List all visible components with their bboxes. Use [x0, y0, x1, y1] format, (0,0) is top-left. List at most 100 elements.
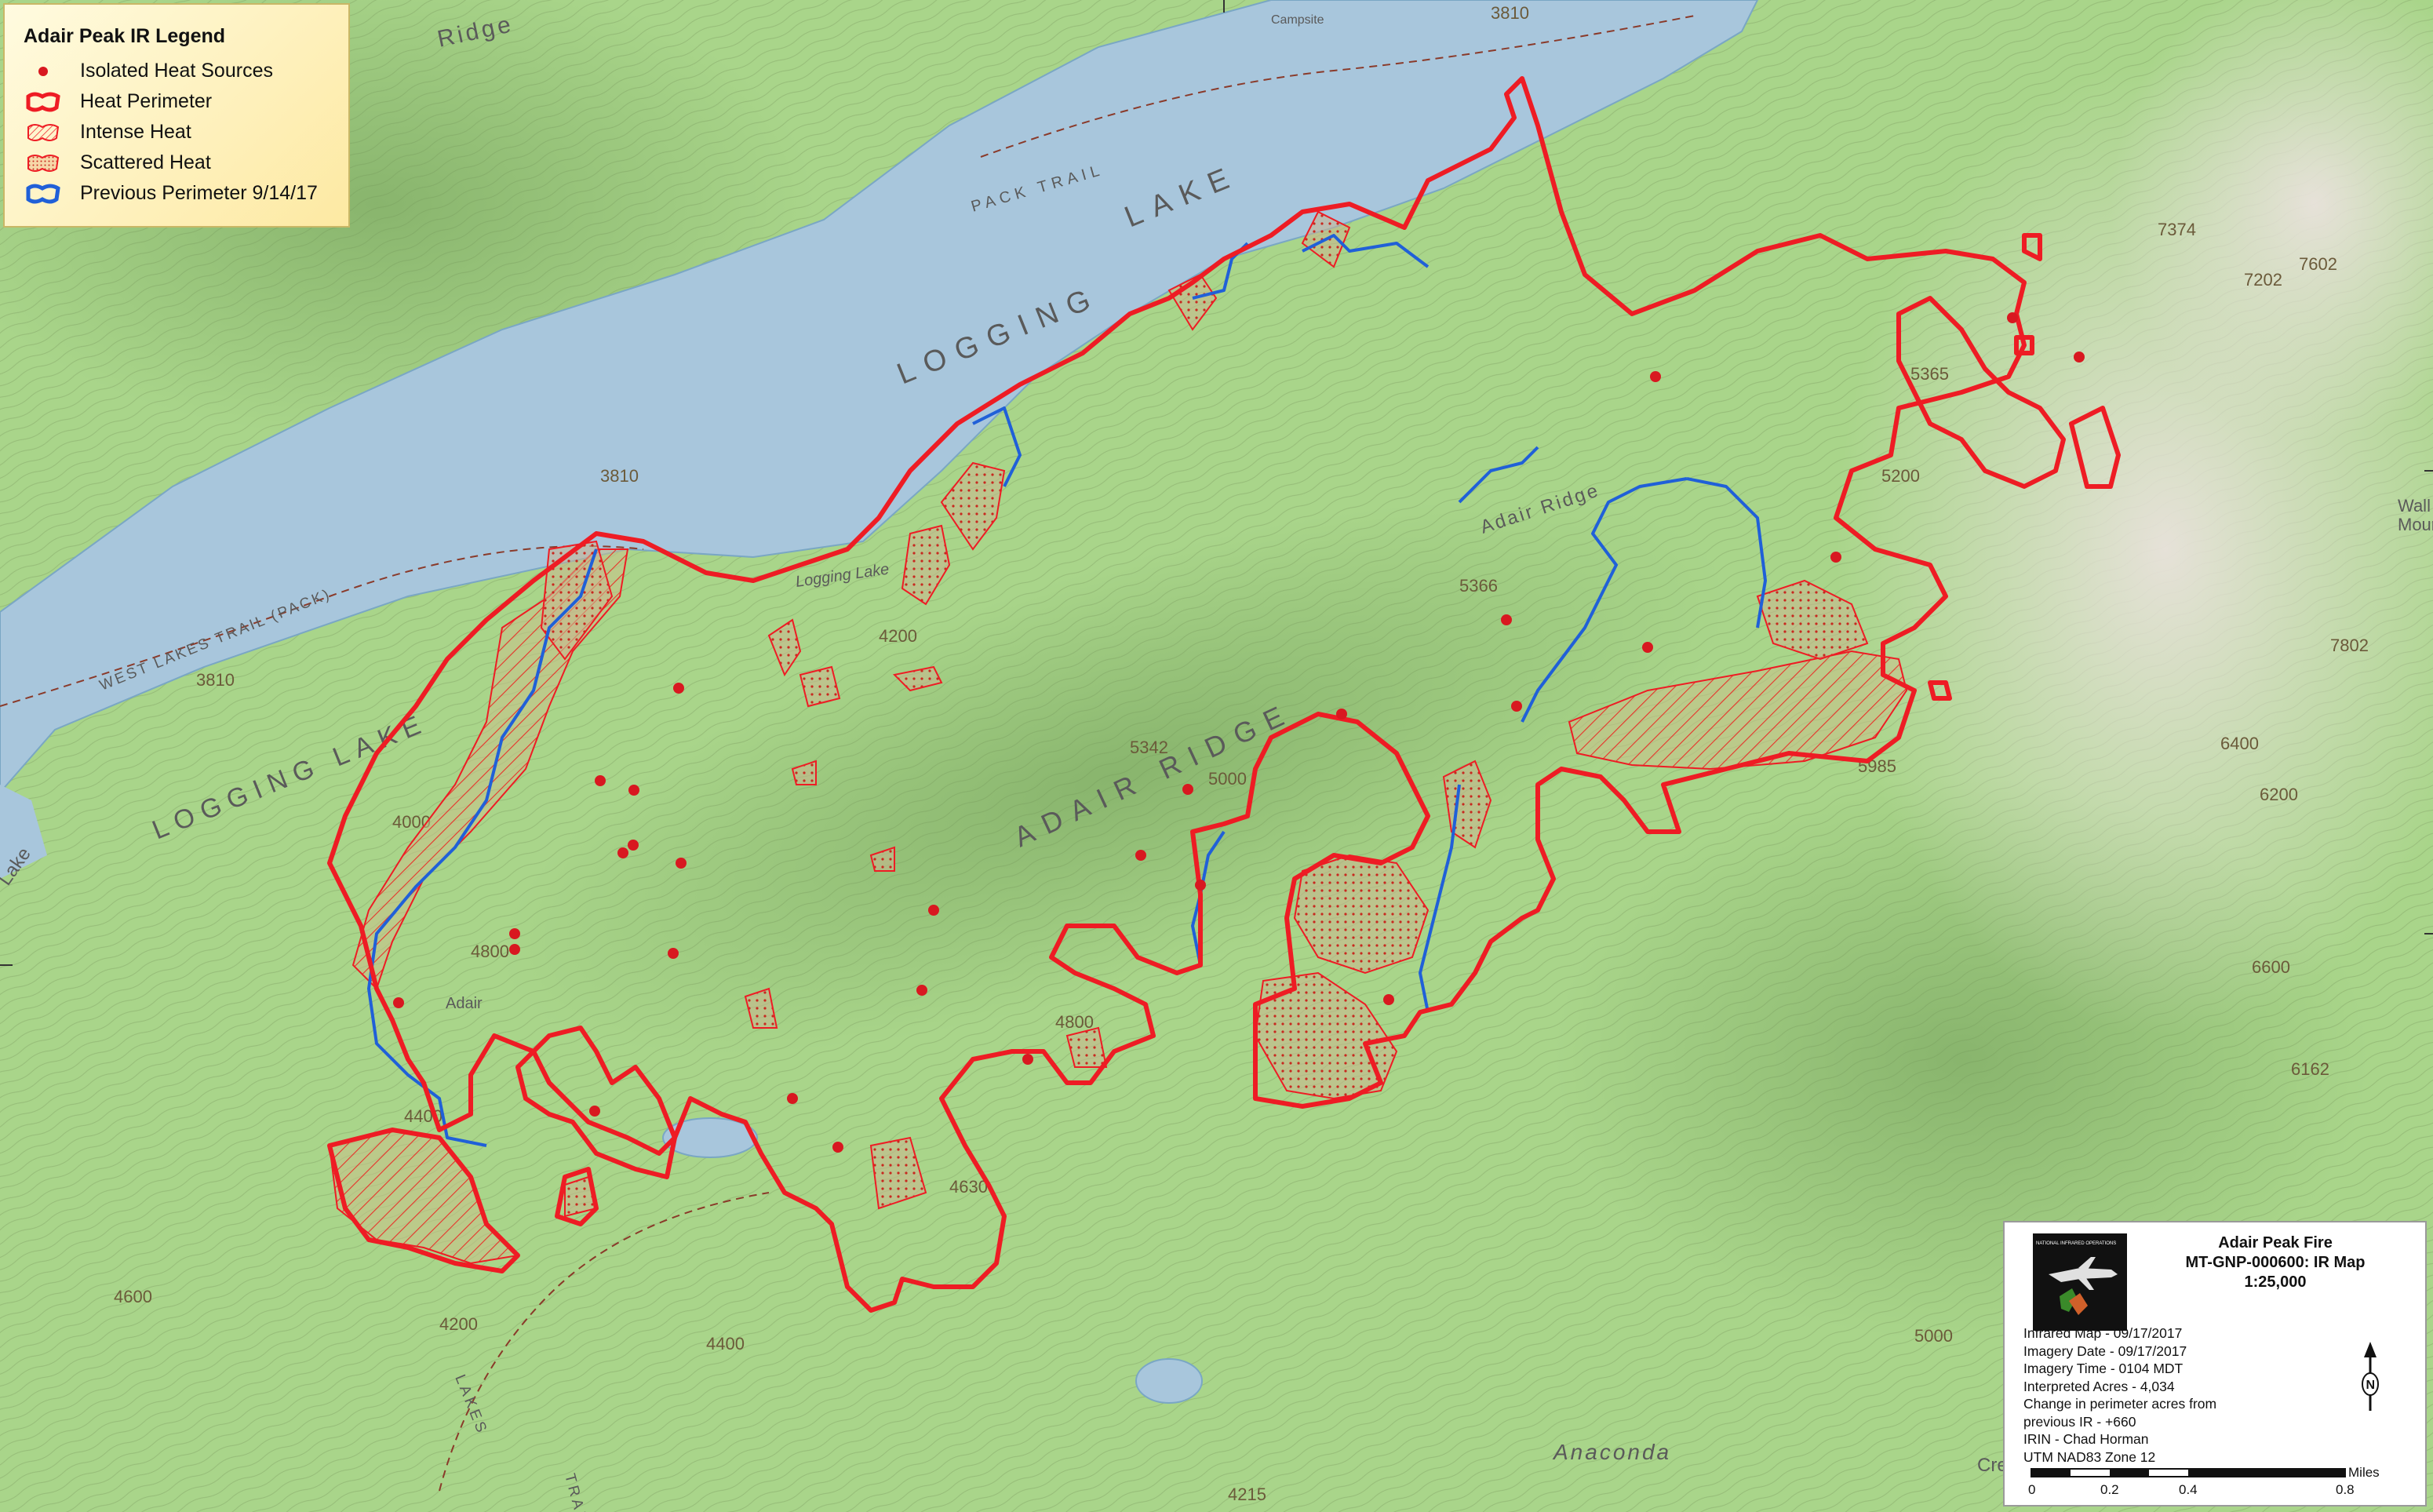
dot-icon: [38, 66, 48, 76]
heat-source-dot: [393, 997, 404, 1008]
heat-perimeter-spot: [555, 1167, 599, 1226]
scattered-heat-area: [1293, 854, 1430, 975]
heat-source-dot: [832, 1142, 843, 1153]
previous-perimeter-line: [1458, 446, 1539, 504]
elevation-label: 7802: [2330, 636, 2369, 655]
label-cre: Cre: [1977, 1455, 2008, 1476]
scale-tick: 0.4: [2179, 1482, 2198, 1497]
scattered-heat-area: [744, 987, 778, 1029]
label-wall-g: Wall G: [2398, 496, 2433, 516]
map-scale: 1:25,000: [2244, 1273, 2307, 1291]
scale-tick: 0: [2028, 1482, 2035, 1497]
elevation-label: 5366: [1459, 576, 1498, 596]
lake-west-end: [0, 785, 47, 879]
detail-line: Interpreted Acres - 4,034: [2023, 1378, 2175, 1394]
scale-tick: 0.2: [2100, 1482, 2119, 1497]
scattered-heat-area: [1065, 1026, 1108, 1068]
hatched-icon: [27, 123, 60, 141]
logging-lake: [0, 0, 1759, 794]
label-anaconda: Anaconda: [1552, 1440, 1671, 1464]
heat-source-dot: [1511, 701, 1522, 712]
elevation-label: 4200: [439, 1314, 478, 1334]
heat-source-dot: [509, 944, 520, 955]
heat-source-dot: [2074, 352, 2085, 363]
previous-perimeter-line: [972, 406, 1022, 487]
elevation-label: 3810: [600, 466, 639, 486]
logo-text: NATIONAL INFRARED OPERATIONS: [2036, 1241, 2116, 1246]
legend-item-heat-perimeter: Heat Perimeter: [24, 86, 330, 117]
elevation-label: 5200: [1881, 466, 1920, 486]
elevation-label: 4215: [1228, 1485, 1266, 1504]
heat-perimeter: [327, 76, 2121, 1313]
heat-source-dot: [2007, 312, 2018, 323]
detail-line: Change in perimeter acres from: [2023, 1396, 2217, 1412]
elevation-label: 6200: [2260, 785, 2298, 804]
map-info-box: NATIONAL INFRARED OPERATIONS Adair Peak …: [2003, 1221, 2427, 1507]
info-titles: Adair Peak Fire MT-GNP-000600: IR Map 1:…: [2130, 1233, 2420, 1292]
trail-lakes: [439, 1192, 770, 1492]
blue-perimeter-icon: [26, 184, 60, 203]
heat-source-dot: [1501, 614, 1512, 625]
trail-west-lakes: [0, 545, 644, 707]
heat-perimeter-main: [327, 76, 2027, 1313]
heat-source-dot: [1336, 709, 1347, 720]
heat-source-dot: [1650, 371, 1661, 382]
scattered-heat-area: [1254, 971, 1398, 1100]
detail-line: UTM NAD83 Zone 12: [2023, 1448, 2156, 1465]
heat-source-dot: [668, 948, 679, 959]
previous-perimeter-line: [1419, 784, 1461, 1013]
elevation-label: 5342: [1130, 738, 1168, 757]
north-label: N: [2366, 1379, 2376, 1392]
red-perimeter-icon: [26, 92, 60, 111]
heat-source-dot: [1830, 552, 1841, 563]
heat-perimeter-spot: [2069, 406, 2121, 489]
hillshade-ridge: [499, 498, 1729, 1055]
heat-source-dot: [787, 1093, 798, 1104]
detail-line: Imagery Time - 0104 MDT: [2023, 1361, 2184, 1376]
alpine-area-northeast: [2111, 0, 2433, 439]
heat-source-dot: [1642, 642, 1653, 653]
legend-item-label: Heat Perimeter: [80, 90, 213, 112]
elevation-label: 4800: [471, 942, 509, 961]
pond-south: [1135, 1358, 1203, 1404]
detail-line: Infrared Map - 09/17/2017: [2023, 1325, 2183, 1341]
scale-bar: Miles 0 0.2 0.4 0.8: [2028, 1466, 2380, 1497]
trail-pack: [980, 15, 1695, 158]
fire-name: Adair Peak Fire: [2218, 1234, 2333, 1251]
scattered-heat-area: [767, 618, 802, 677]
legend-item-label: Previous Perimeter 9/14/17: [80, 182, 318, 204]
scattered-heat-area: [799, 665, 841, 708]
scattered-heat-area: [1756, 579, 1869, 661]
scattered-heat-area: [869, 846, 895, 872]
heat-source-dot: [628, 785, 639, 796]
north-arrow-icon: N: [2362, 1342, 2379, 1411]
heat-source-dot: [589, 1106, 600, 1117]
label-mount: Mount: [2398, 515, 2433, 534]
elevation-label: 5000: [1208, 769, 1247, 789]
heat-source-dot: [676, 858, 687, 869]
heat-source-dot: [1022, 1054, 1033, 1065]
elevation-label: 4600: [114, 1287, 152, 1306]
elevation-label: 6600: [2252, 957, 2290, 977]
heat-perimeter-east-lobe: [1896, 296, 2066, 489]
heat-source-dot: [1383, 994, 1394, 1005]
heat-source-dot: [916, 985, 927, 996]
dotted-icon: [27, 154, 60, 172]
elevation-label: 4630: [949, 1177, 988, 1197]
detail-line: Imagery Date - 09/17/2017: [2023, 1343, 2187, 1359]
elevation-label: 7602: [2299, 254, 2337, 274]
pond-adair: [662, 1117, 758, 1158]
legend-item-isolated-heat: Isolated Heat Sources: [24, 56, 330, 86]
nirops-logo: NATIONAL INFRARED OPERATIONS: [2033, 1233, 2127, 1331]
label-adair-small: Adair: [446, 995, 483, 1012]
heat-source-dot: [628, 840, 639, 851]
elevation-label: 3810: [1491, 3, 1529, 23]
scattered-heat-area: [940, 461, 1006, 551]
scale-tick: 0.8: [2336, 1482, 2355, 1497]
map-legend: Adair Peak IR Legend Isolated Heat Sourc…: [3, 3, 350, 228]
aircraft-logo-icon: NATIONAL INFRARED OPERATIONS: [2036, 1241, 2118, 1315]
legend-title: Adair Peak IR Legend: [24, 25, 226, 47]
heat-perimeter-spot: [1928, 680, 1952, 701]
previous-perimeter-line: [1686, 477, 1767, 628]
